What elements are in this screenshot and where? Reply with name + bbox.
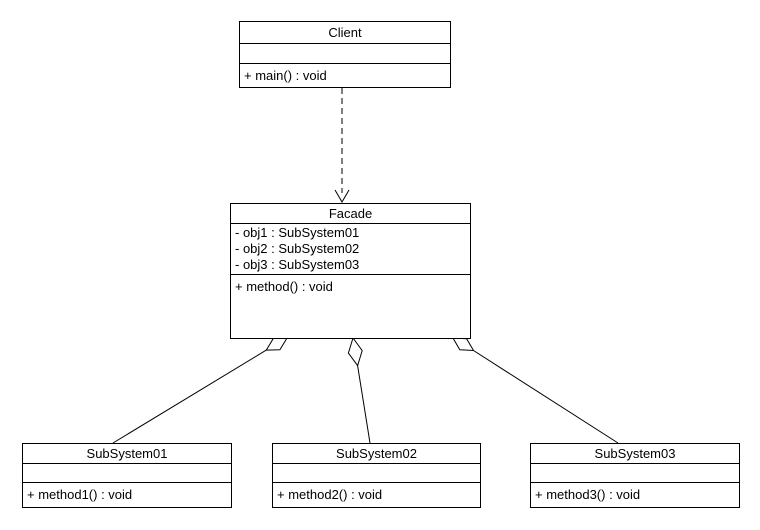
method-label: + method() : void <box>235 279 333 294</box>
hollow-diamond-icon <box>347 336 363 367</box>
class-name-subsystem01: SubSystem01 <box>23 444 231 464</box>
attributes-compartment-subsystem02 <box>273 464 480 483</box>
attribute-label: - obj2 : SubSystem02 <box>235 241 360 256</box>
class-box-subsystem03: SubSystem03 + method3() : void <box>530 443 740 508</box>
class-box-facade: Facade - obj1 : SubSystem01 - obj2 : Sub… <box>230 203 471 339</box>
open-arrowhead-icon <box>334 189 350 203</box>
method-label: + method1() : void <box>27 487 133 502</box>
method-label: + main() : void <box>244 68 327 83</box>
hollow-diamond-icon <box>265 337 288 351</box>
attributes-compartment-client <box>240 44 450 64</box>
attributes-compartment-facade: - obj1 : SubSystem01 - obj2 : SubSystem0… <box>231 224 470 275</box>
class-name-client: Client <box>240 22 450 44</box>
aggregation-connector-facade-subsystem01 <box>112 337 288 444</box>
attributes-compartment-subsystem01 <box>23 464 231 483</box>
methods-compartment-subsystem03: + method3() : void <box>531 483 739 502</box>
class-box-subsystem02: SubSystem02 + method2() : void <box>272 443 481 508</box>
class-box-subsystem01: SubSystem01 + method1() : void <box>22 443 232 508</box>
dependency-arrow-client-to-facade <box>334 88 350 203</box>
aggregation-connector-facade-subsystem02 <box>347 336 371 444</box>
attribute-label: - obj1 : SubSystem01 <box>235 225 360 240</box>
methods-compartment-subsystem02: + method2() : void <box>273 483 480 502</box>
aggregation-connector-facade-subsystem03 <box>452 337 619 444</box>
aggregation-line <box>357 365 371 444</box>
aggregation-line <box>473 350 619 444</box>
method-label: + method3() : void <box>535 487 641 502</box>
class-name-subsystem02: SubSystem02 <box>273 444 480 464</box>
methods-compartment-facade: + method() : void <box>231 275 470 294</box>
class-name-facade: Facade <box>231 204 470 224</box>
class-box-client: Client + main() : void <box>239 21 451 88</box>
methods-compartment-client: + main() : void <box>240 64 450 83</box>
attribute-label: - obj3 : SubSystem03 <box>235 257 360 272</box>
method-label: + method2() : void <box>277 487 383 502</box>
methods-compartment-subsystem01: + method1() : void <box>23 483 231 502</box>
class-name-subsystem03: SubSystem03 <box>531 444 739 464</box>
attributes-compartment-subsystem03 <box>531 464 739 483</box>
aggregation-line <box>112 349 267 444</box>
hollow-diamond-icon <box>452 337 475 352</box>
